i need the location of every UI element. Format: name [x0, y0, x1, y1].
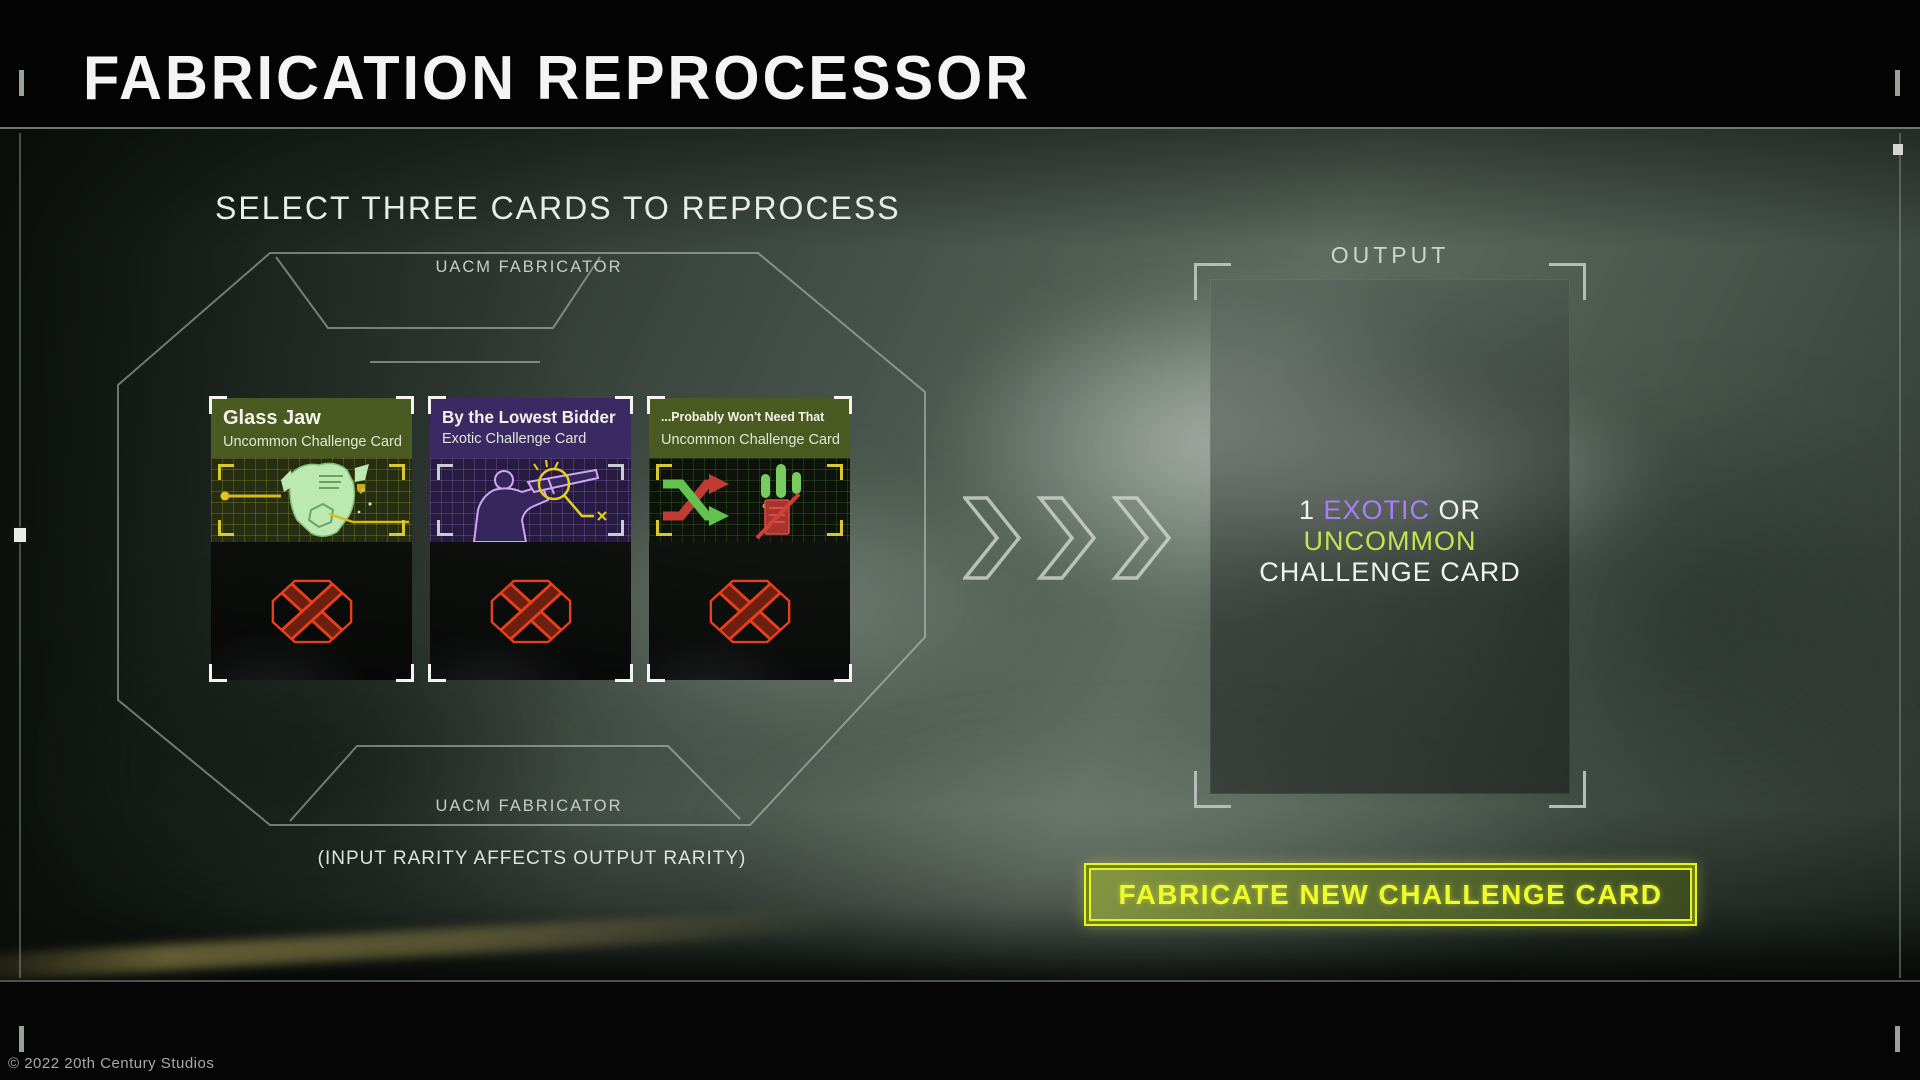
fabricator-label-top: UACM FABRICATOR: [435, 258, 623, 276]
challenge-card-slot-3[interactable]: ...Probably Won't Need That Uncommon Cha…: [647, 396, 852, 682]
input-rarity-note: (INPUT RARITY AFFECTS OUTPUT RARITY): [317, 848, 747, 869]
fabricator-octagon-outline: [117, 252, 926, 826]
remove-x-icon: [271, 579, 352, 643]
remove-x-icon: [490, 579, 571, 643]
edge-tick-mark: [1895, 1026, 1900, 1052]
card-corner-bracket: [428, 664, 446, 682]
card-art: [430, 458, 631, 542]
title-bar: FABRICATION REPROCESSOR: [0, 0, 1920, 129]
challenge-card-slot-2[interactable]: By the Lowest Bidder Exotic Challenge Ca…: [428, 396, 633, 682]
card-title: Glass Jaw: [223, 407, 321, 429]
frame-corner-bracket: [1549, 771, 1586, 808]
art-corner-mark: [437, 520, 453, 536]
copyright-text: © 2022 20th Century Studios: [8, 1055, 215, 1072]
art-corner-mark: [389, 520, 405, 536]
rail-marker: [1893, 144, 1903, 155]
card-subtitle: Uncommon Challenge Card: [661, 431, 840, 448]
card-art: [211, 458, 412, 542]
result-rarity-exotic: EXOTIC: [1323, 495, 1431, 525]
art-corner-mark: [389, 464, 405, 480]
art-corner-mark: [608, 520, 624, 536]
challenge-card-slot-1[interactable]: Glass Jaw Uncommon Challenge Card: [209, 396, 414, 682]
chevrons-right-icon: [963, 496, 1172, 580]
card-corner-bracket: [428, 396, 446, 414]
art-corner-mark: [608, 464, 624, 480]
remove-card-button[interactable]: [708, 578, 792, 645]
edge-tick-mark: [1895, 70, 1900, 96]
card-corner-bracket: [209, 396, 227, 414]
card-footer: [649, 542, 850, 680]
edge-tick-mark: [19, 1026, 24, 1052]
rail-marker: [12, 526, 28, 544]
card-title: ...Probably Won't Need That: [661, 409, 825, 424]
card-header: ...Probably Won't Need That Uncommon Cha…: [649, 398, 850, 458]
art-corner-mark: [827, 520, 843, 536]
art-corner-mark: [656, 464, 672, 480]
left-rail-line: [19, 133, 21, 978]
card-corner-bracket: [834, 396, 852, 414]
card-art: [649, 458, 850, 542]
output-result-line1: 1 EXOTIC OR: [1220, 495, 1560, 526]
frame-corner-bracket: [1194, 771, 1231, 808]
fabricator-label-bottom: UACM FABRICATOR: [435, 797, 623, 815]
fabricate-button-label: FABRICATE NEW CHALLENGE CARD: [1118, 878, 1663, 910]
result-count: 1: [1298, 495, 1315, 525]
result-conjunction: OR: [1438, 495, 1482, 525]
card-header: Glass Jaw Uncommon Challenge Card: [211, 398, 412, 458]
card-corner-bracket: [396, 664, 414, 682]
card-corner-bracket: [647, 664, 665, 682]
right-rail-line: [1899, 133, 1901, 978]
output-label: OUTPUT: [1330, 242, 1450, 268]
card-corner-bracket: [834, 664, 852, 682]
card-subtitle: Exotic Challenge Card: [442, 431, 587, 448]
remove-card-button[interactable]: [489, 578, 573, 645]
remove-x-icon: [709, 579, 790, 643]
card-corner-bracket: [396, 396, 414, 414]
remove-card-button[interactable]: [270, 578, 354, 645]
card-footer: [211, 542, 412, 680]
output-frame: 1 EXOTIC OR UNCOMMON CHALLENGE CARD: [1194, 263, 1586, 808]
page-title: FABRICATION REPROCESSOR: [83, 44, 1032, 113]
fabricate-button[interactable]: FABRICATE NEW CHALLENGE CARD: [1084, 863, 1697, 926]
card-header: By the Lowest Bidder Exotic Challenge Ca…: [430, 398, 631, 458]
card-corner-bracket: [209, 664, 227, 682]
card-title: By the Lowest Bidder: [442, 407, 616, 427]
art-corner-mark: [656, 520, 672, 536]
card-corner-bracket: [647, 396, 665, 414]
select-cards-heading: SELECT THREE CARDS TO REPROCESS: [215, 190, 901, 226]
edge-tick-mark: [19, 70, 24, 96]
result-noun: CHALLENGE CARD: [1259, 557, 1521, 587]
ammo-swap-icon: [663, 464, 801, 540]
card-footer: [430, 542, 631, 680]
output-result-text: 1 EXOTIC OR UNCOMMON CHALLENGE CARD: [1220, 495, 1560, 588]
card-subtitle: Uncommon Challenge Card: [223, 434, 402, 450]
result-rarity-uncommon: UNCOMMON: [1303, 526, 1477, 556]
card-corner-bracket: [615, 664, 633, 682]
armor-chestplate-icon: [220, 462, 409, 537]
frame-corner-bracket: [1549, 263, 1586, 300]
card-corner-bracket: [615, 396, 633, 414]
art-corner-mark: [437, 464, 453, 480]
art-corner-mark: [827, 464, 843, 480]
aiming-soldier-icon: [472, 459, 607, 542]
art-corner-mark: [218, 520, 234, 536]
frame-corner-bracket: [1194, 263, 1231, 300]
bottom-bar: [0, 980, 1920, 1080]
output-card-slot: [1210, 279, 1570, 794]
art-corner-mark: [218, 464, 234, 480]
